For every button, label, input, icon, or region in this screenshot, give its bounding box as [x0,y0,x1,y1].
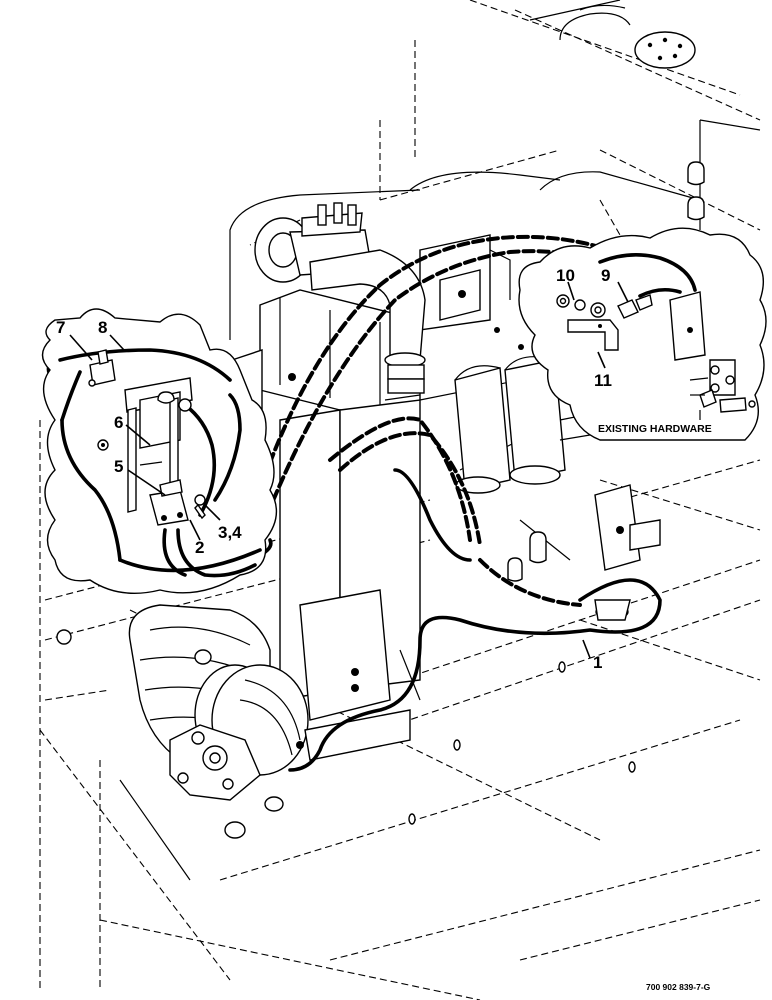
callout-9: 9 [601,266,610,285]
callout-leaders [69,281,629,659]
turbocharger [254,202,426,401]
existing-hardware-note: EXISTING HARDWARE [598,423,712,435]
callout-2: 2 [195,538,204,557]
switch-relay-detail [41,308,278,595]
sensor-mount-detail [518,227,767,441]
callout-5: 5 [114,457,123,476]
water-pump [56,589,636,881]
callout-7: 7 [56,318,65,337]
callout-10: 10 [556,266,575,285]
figure-id: 700 902 839-7-G [646,982,711,992]
callout-6: 6 [114,413,123,432]
callout-labels: 1 2 3,4 5 6 7 8 9 10 11 EXISTING HARDWAR… [56,266,712,992]
callout-11: 11 [594,371,612,390]
tank-body [229,0,761,340]
callout-3-4: 3,4 [218,523,242,542]
callout-1: 1 [593,653,602,672]
callout-8: 8 [98,318,107,337]
